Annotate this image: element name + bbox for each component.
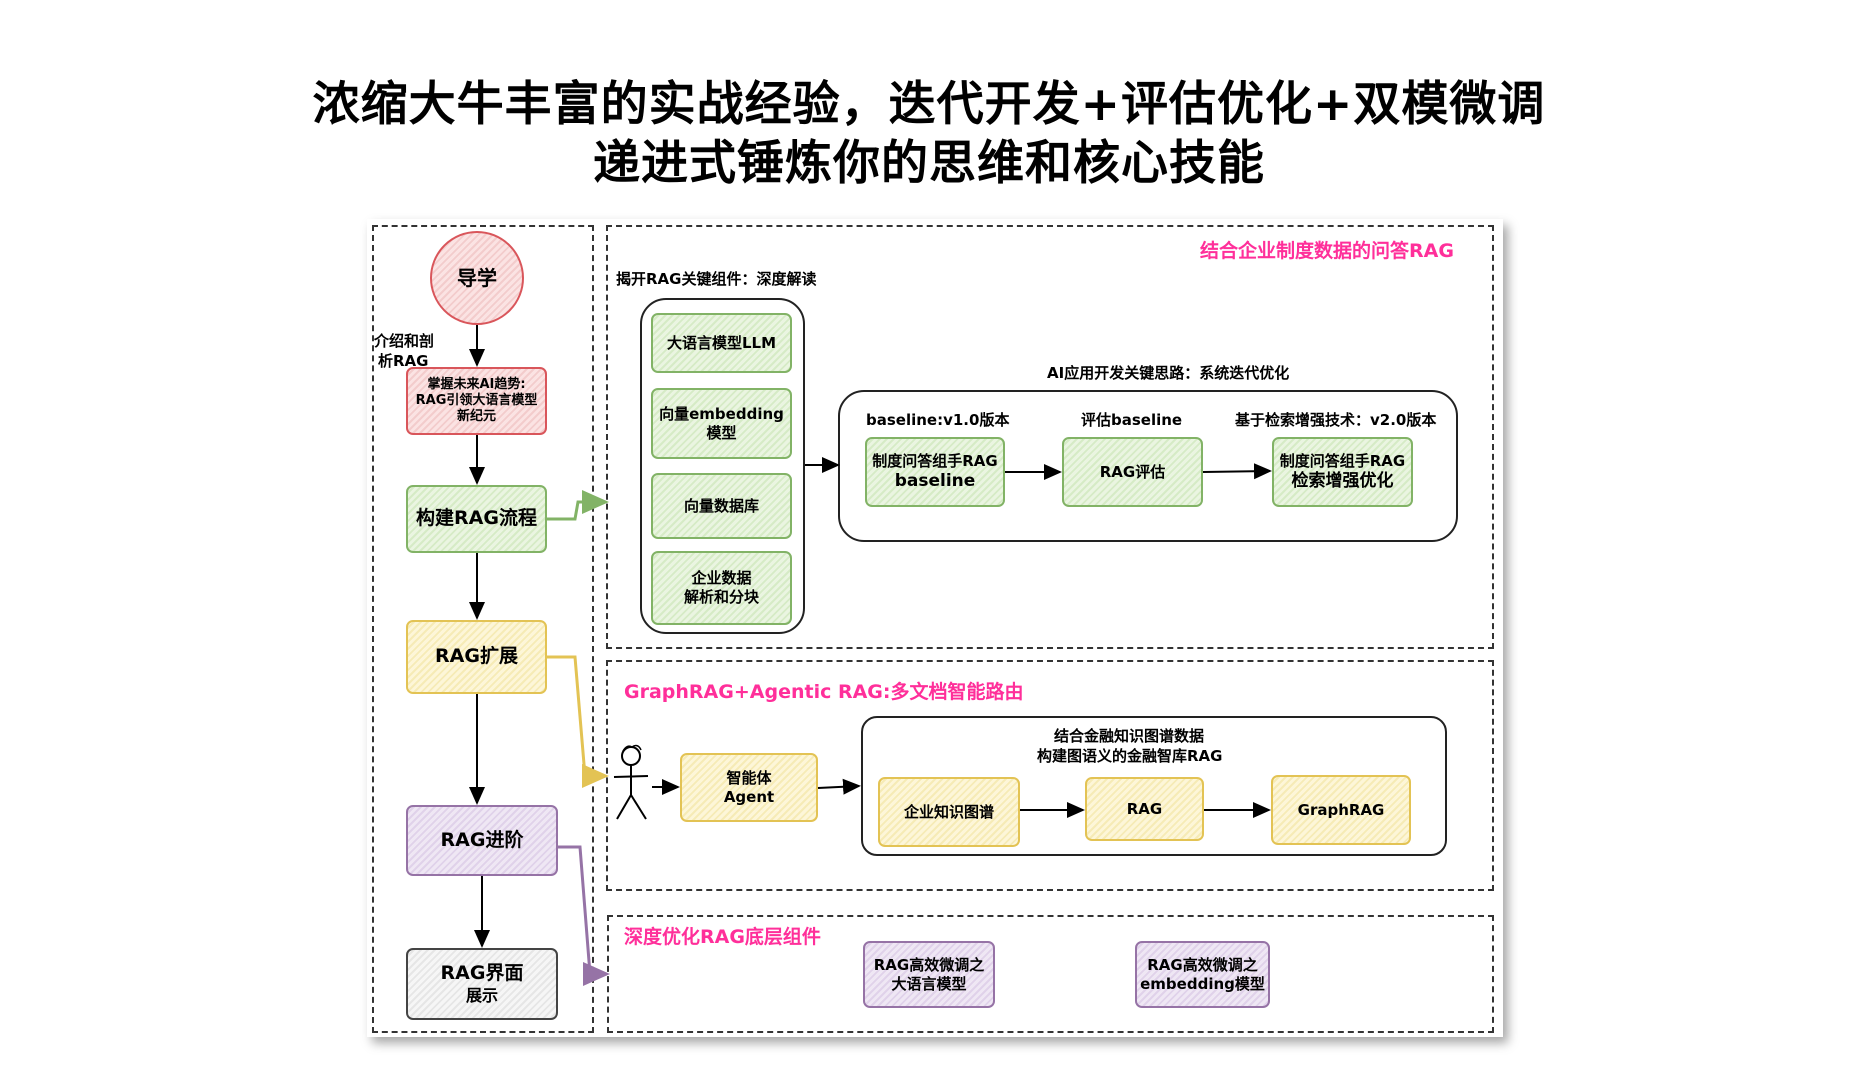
section3-title: 深度优化RAG底层组件 [624, 926, 821, 948]
section-enterprise-qa [606, 225, 1494, 649]
kg-node: 企业知识图谱 [878, 777, 1020, 847]
v2-node-line-2: 检索增强优化 [1291, 470, 1394, 491]
section2-title: GraphRAG+Agentic RAG:多文档智能路由 [624, 681, 1024, 703]
arrow-eval-v2 [1202, 463, 1272, 480]
agent-node: 智能体 Agent [680, 753, 818, 822]
intro-label-2: 析RAG [378, 352, 429, 370]
finetune-embedding-line-2: embedding模型 [1140, 974, 1265, 993]
embedding-line-1: 向量embedding [659, 404, 784, 423]
rag-extend-label: RAG扩展 [435, 645, 518, 668]
kg-label-2: 构建图语义的金融智库RAG [1037, 747, 1223, 765]
arrow-extend-section2 [547, 655, 609, 788]
build-rag-node: 构建RAG流程 [406, 485, 547, 553]
rag-ui-node: RAG界面 展示 [406, 948, 558, 1020]
graphrag-node-label: GraphRAG [1297, 800, 1385, 819]
arrow-agent-kg [817, 778, 861, 795]
rag-eval-node: RAG评估 [1062, 437, 1203, 507]
arrow-advance-section3 [558, 845, 610, 986]
vectordb-node: 向量数据库 [651, 473, 792, 539]
rag-ui-line-2: 展示 [465, 985, 498, 1005]
agent-line-1: 智能体 [726, 768, 772, 787]
components-group [640, 298, 805, 634]
rag-eval-label: RAG评估 [1099, 462, 1166, 481]
rag-extend-node: RAG扩展 [406, 620, 547, 694]
finetune-llm-line-1: RAG高效微调之 [873, 955, 985, 974]
user-figure-icon [613, 744, 649, 820]
trend-line-3: 新纪元 [456, 409, 496, 425]
left-flow-container [372, 225, 594, 1033]
data-parse-node: 企业数据 解析和分块 [651, 551, 792, 625]
baseline-node-line-1: 制度问答组手RAG [872, 452, 998, 470]
v2-node: 制度问答组手RAG 检索增强优化 [1272, 437, 1413, 507]
components-label: 揭开RAG关键组件：深度解读 [616, 270, 817, 288]
v2-label: 基于检索增强技术：v2.0版本 [1235, 411, 1437, 429]
rag-ui-line-1: RAG界面 [440, 962, 524, 985]
eval-label: 评估baseline [1081, 411, 1183, 429]
graphrag-node: GraphRAG [1271, 775, 1411, 845]
trend-line-1: 掌握未来AI趋势: [427, 376, 526, 392]
agent-line-2: Agent [723, 787, 775, 806]
trend-node: 掌握未来AI趋势: RAG引领大语言模型 新纪元 [406, 367, 547, 435]
llm-node: 大语言模型LLM [651, 313, 792, 373]
kg-group [861, 716, 1447, 856]
iteration-label: AI应用开发关键思路：系统迭代优化 [1047, 364, 1290, 382]
rag-advance-label: RAG进阶 [440, 828, 524, 851]
intro-label-1: 介绍和剖 [374, 332, 435, 350]
daoxue-label: 导学 [457, 265, 497, 290]
vectordb-label: 向量数据库 [683, 496, 759, 515]
data-parse-line-2: 解析和分块 [683, 588, 759, 606]
arrow-build-section1 [547, 490, 609, 521]
rag-advance-node: RAG进阶 [406, 805, 558, 876]
section1-title: 结合企业制度数据的问答RAG [1200, 240, 1454, 262]
daoxue-node: 导学 [430, 231, 524, 325]
data-parse-line-1: 企业数据 [691, 569, 752, 588]
rag-node-label: RAG [1126, 799, 1163, 818]
kg-label-1: 结合金融知识图谱数据 [1054, 727, 1205, 745]
build-rag-label: 构建RAG流程 [416, 507, 537, 530]
v2-node-line-1: 制度问答组手RAG [1279, 452, 1406, 470]
embedding-line-2: 模型 [706, 423, 737, 442]
headline-line-2: 递进式锤炼你的思维和核心技能 [593, 136, 1265, 191]
baseline-node-line-2: baseline [894, 470, 976, 491]
llm-label: 大语言模型LLM [666, 333, 777, 352]
finetune-llm-line-2: 大语言模型 [891, 974, 967, 993]
kg-node-label: 企业知识图谱 [903, 802, 994, 821]
headline-line-1: 浓缩大牛丰富的实战经验，迭代开发+评估优化+双模微调 [312, 77, 1546, 132]
trend-line-2: RAG引领大语言模型 [415, 392, 538, 408]
baseline-node: 制度问答组手RAG baseline [865, 437, 1005, 507]
finetune-llm-node: RAG高效微调之 大语言模型 [863, 941, 995, 1008]
finetune-embedding-line-1: RAG高效微调之 [1147, 955, 1258, 974]
baseline-label: baseline:v1.0版本 [866, 411, 1010, 429]
diagram-panel [367, 219, 1503, 1037]
embedding-node: 向量embedding 模型 [651, 388, 792, 459]
rag-node: RAG [1085, 777, 1204, 841]
finetune-embedding-node: RAG高效微调之 embedding模型 [1135, 941, 1270, 1008]
